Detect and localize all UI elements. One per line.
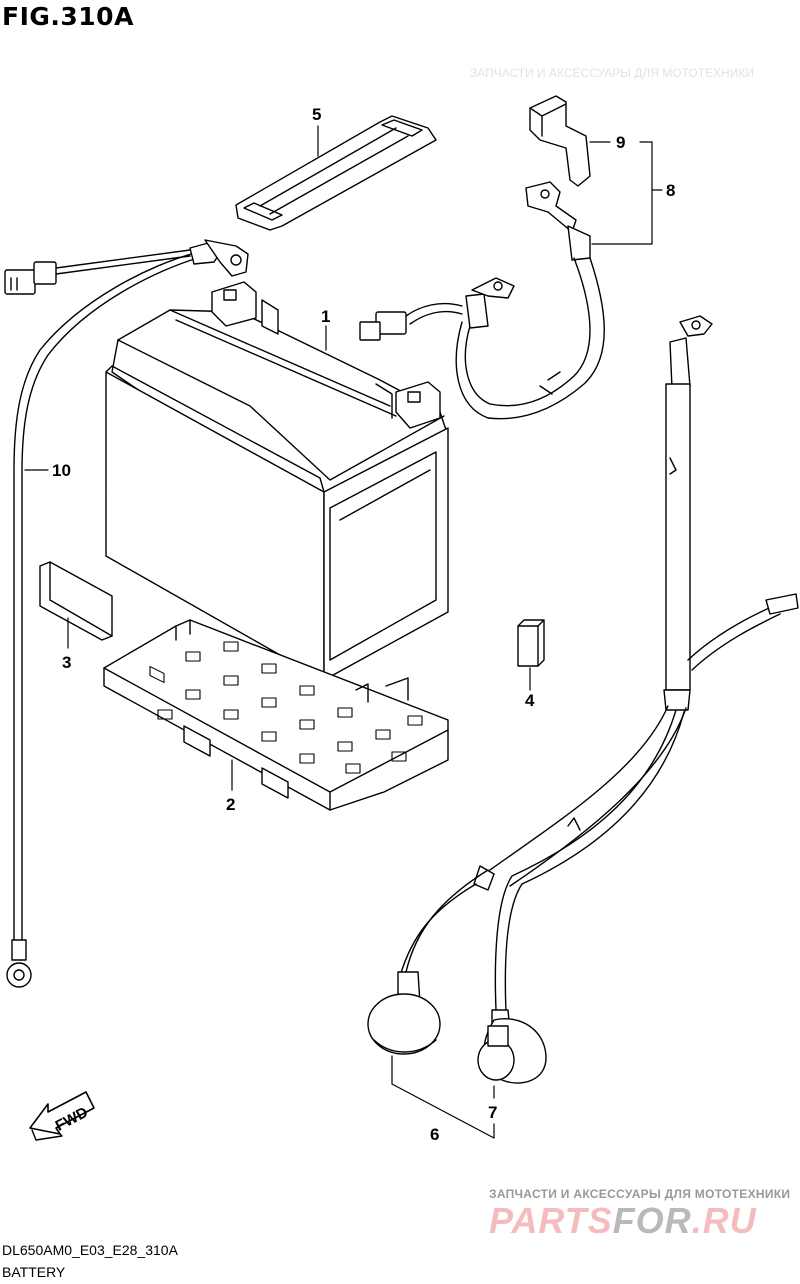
callout-5: 5 bbox=[312, 105, 321, 124]
part-6-negative-harness[interactable] bbox=[367, 315, 799, 1055]
part-7-terminal-cap[interactable] bbox=[477, 1009, 547, 1084]
callout-1: 1 bbox=[321, 307, 330, 326]
leader-lines bbox=[24, 125, 663, 1139]
watermark-tagline: ЗАПЧАСТИ И АКСЕССУАРЫ ДЛЯ МОТОТЕХНИКИ bbox=[489, 1187, 791, 1201]
diagram-code: DL650AM0_E03_E28_310A bbox=[2, 1242, 178, 1258]
part-9-terminal-cap[interactable] bbox=[529, 95, 591, 187]
callout-2: 2 bbox=[226, 795, 235, 814]
watermark-brand-right: .RU bbox=[691, 1200, 757, 1241]
callout-7: 7 bbox=[488, 1103, 497, 1122]
part-5-battery-strap[interactable] bbox=[235, 115, 437, 231]
callout-3: 3 bbox=[62, 653, 71, 672]
part-4-spacer[interactable] bbox=[517, 619, 545, 667]
tray-slots bbox=[149, 641, 423, 774]
diagram-caption: BATTERY bbox=[2, 1264, 66, 1280]
callout-8: 8 bbox=[666, 181, 675, 200]
part-2-battery-tray[interactable] bbox=[103, 619, 449, 811]
callout-9: 9 bbox=[616, 133, 625, 152]
watermark-brand-mid: FOR bbox=[612, 1200, 692, 1241]
part-1-battery[interactable] bbox=[105, 281, 449, 681]
callout-4: 4 bbox=[525, 691, 535, 710]
watermark-faint-text: ЗАПЧАСТИ И АКСЕССУАРЫ ДЛЯ МОТОТЕХНИКИ bbox=[470, 66, 754, 80]
figure-title: FIG.310A bbox=[2, 2, 134, 31]
watermark-brand-left: PARTS bbox=[489, 1200, 613, 1241]
callout-10: 10 bbox=[52, 461, 71, 480]
fwd-direction-arrow: FWD bbox=[29, 1091, 95, 1141]
part-3-pad[interactable] bbox=[39, 561, 113, 641]
part-8-positive-cable[interactable] bbox=[359, 181, 605, 420]
watermark-logo: PARTSFOR.RU bbox=[489, 1200, 757, 1242]
part-10-ground-wire[interactable] bbox=[4, 239, 249, 988]
callout-6: 6 bbox=[430, 1125, 439, 1144]
